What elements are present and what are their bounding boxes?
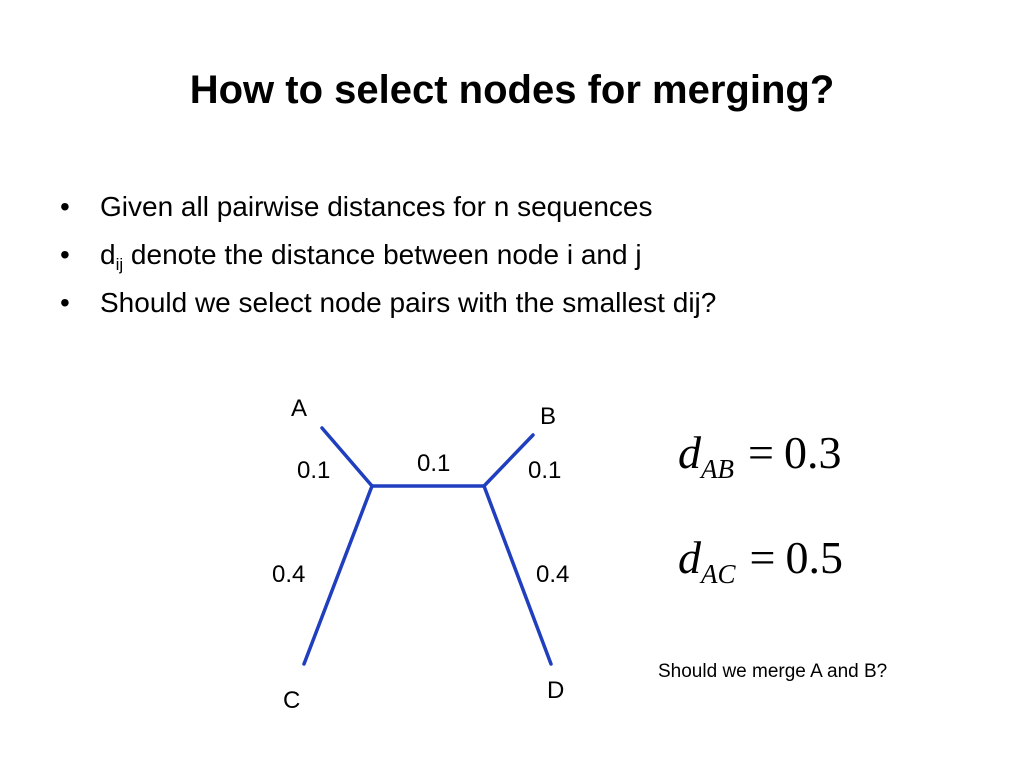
node-label-c: C: [283, 687, 301, 714]
bullet-item: • dij denote the distance between node i…: [60, 235, 716, 283]
edge-c: [302, 484, 374, 666]
merge-question: Should we merge A and B?: [658, 661, 888, 682]
node-label-a: A: [291, 395, 308, 422]
edge-label-b: 0.1: [528, 457, 562, 484]
bullet-item: • Should we select node pairs with the s…: [60, 283, 716, 331]
edge-a: [320, 426, 374, 488]
edge-label-c: 0.4: [272, 561, 306, 588]
slide-title: How to select nodes for merging?: [189, 68, 835, 112]
formula-dac: dAC =0.5: [678, 531, 843, 590]
node-label-b: B: [540, 403, 557, 430]
bullet-text-rest: denote the distance between node i and j: [123, 239, 642, 270]
edge-label-center: 0.1: [417, 450, 451, 477]
node-label-d: D: [547, 677, 565, 704]
formula-subscript: AB: [701, 454, 734, 484]
formula-value: 0.5: [785, 532, 843, 583]
bullet-text-subscript: ij: [115, 255, 124, 274]
bullet-text: Should we select node pairs with the sma…: [100, 287, 717, 318]
formula-var: d: [678, 532, 701, 583]
formula-equals: =: [749, 532, 776, 583]
formula-subscript: AC: [701, 559, 736, 589]
formula-var: d: [678, 427, 701, 478]
formula-value: 0.3: [783, 427, 842, 478]
edge-label-d: 0.4: [536, 561, 570, 588]
bullet-text: Given all pairwise distances for n seque…: [100, 191, 653, 222]
bullet-dot: •: [60, 239, 70, 270]
edge-b: [482, 433, 535, 488]
bullet-dot: •: [60, 191, 70, 222]
bullet-item: • Given all pairwise distances for n seq…: [60, 187, 716, 235]
edge-d: [482, 484, 553, 666]
formula-equals: =: [748, 427, 774, 478]
bullet-text-main: d: [100, 239, 116, 270]
edge-label-a: 0.1: [297, 457, 331, 484]
formula-dab: dAB =0.3: [678, 426, 841, 485]
bullet-dot: •: [60, 287, 70, 318]
bullet-list: • Given all pairwise distances for n seq…: [60, 187, 716, 331]
